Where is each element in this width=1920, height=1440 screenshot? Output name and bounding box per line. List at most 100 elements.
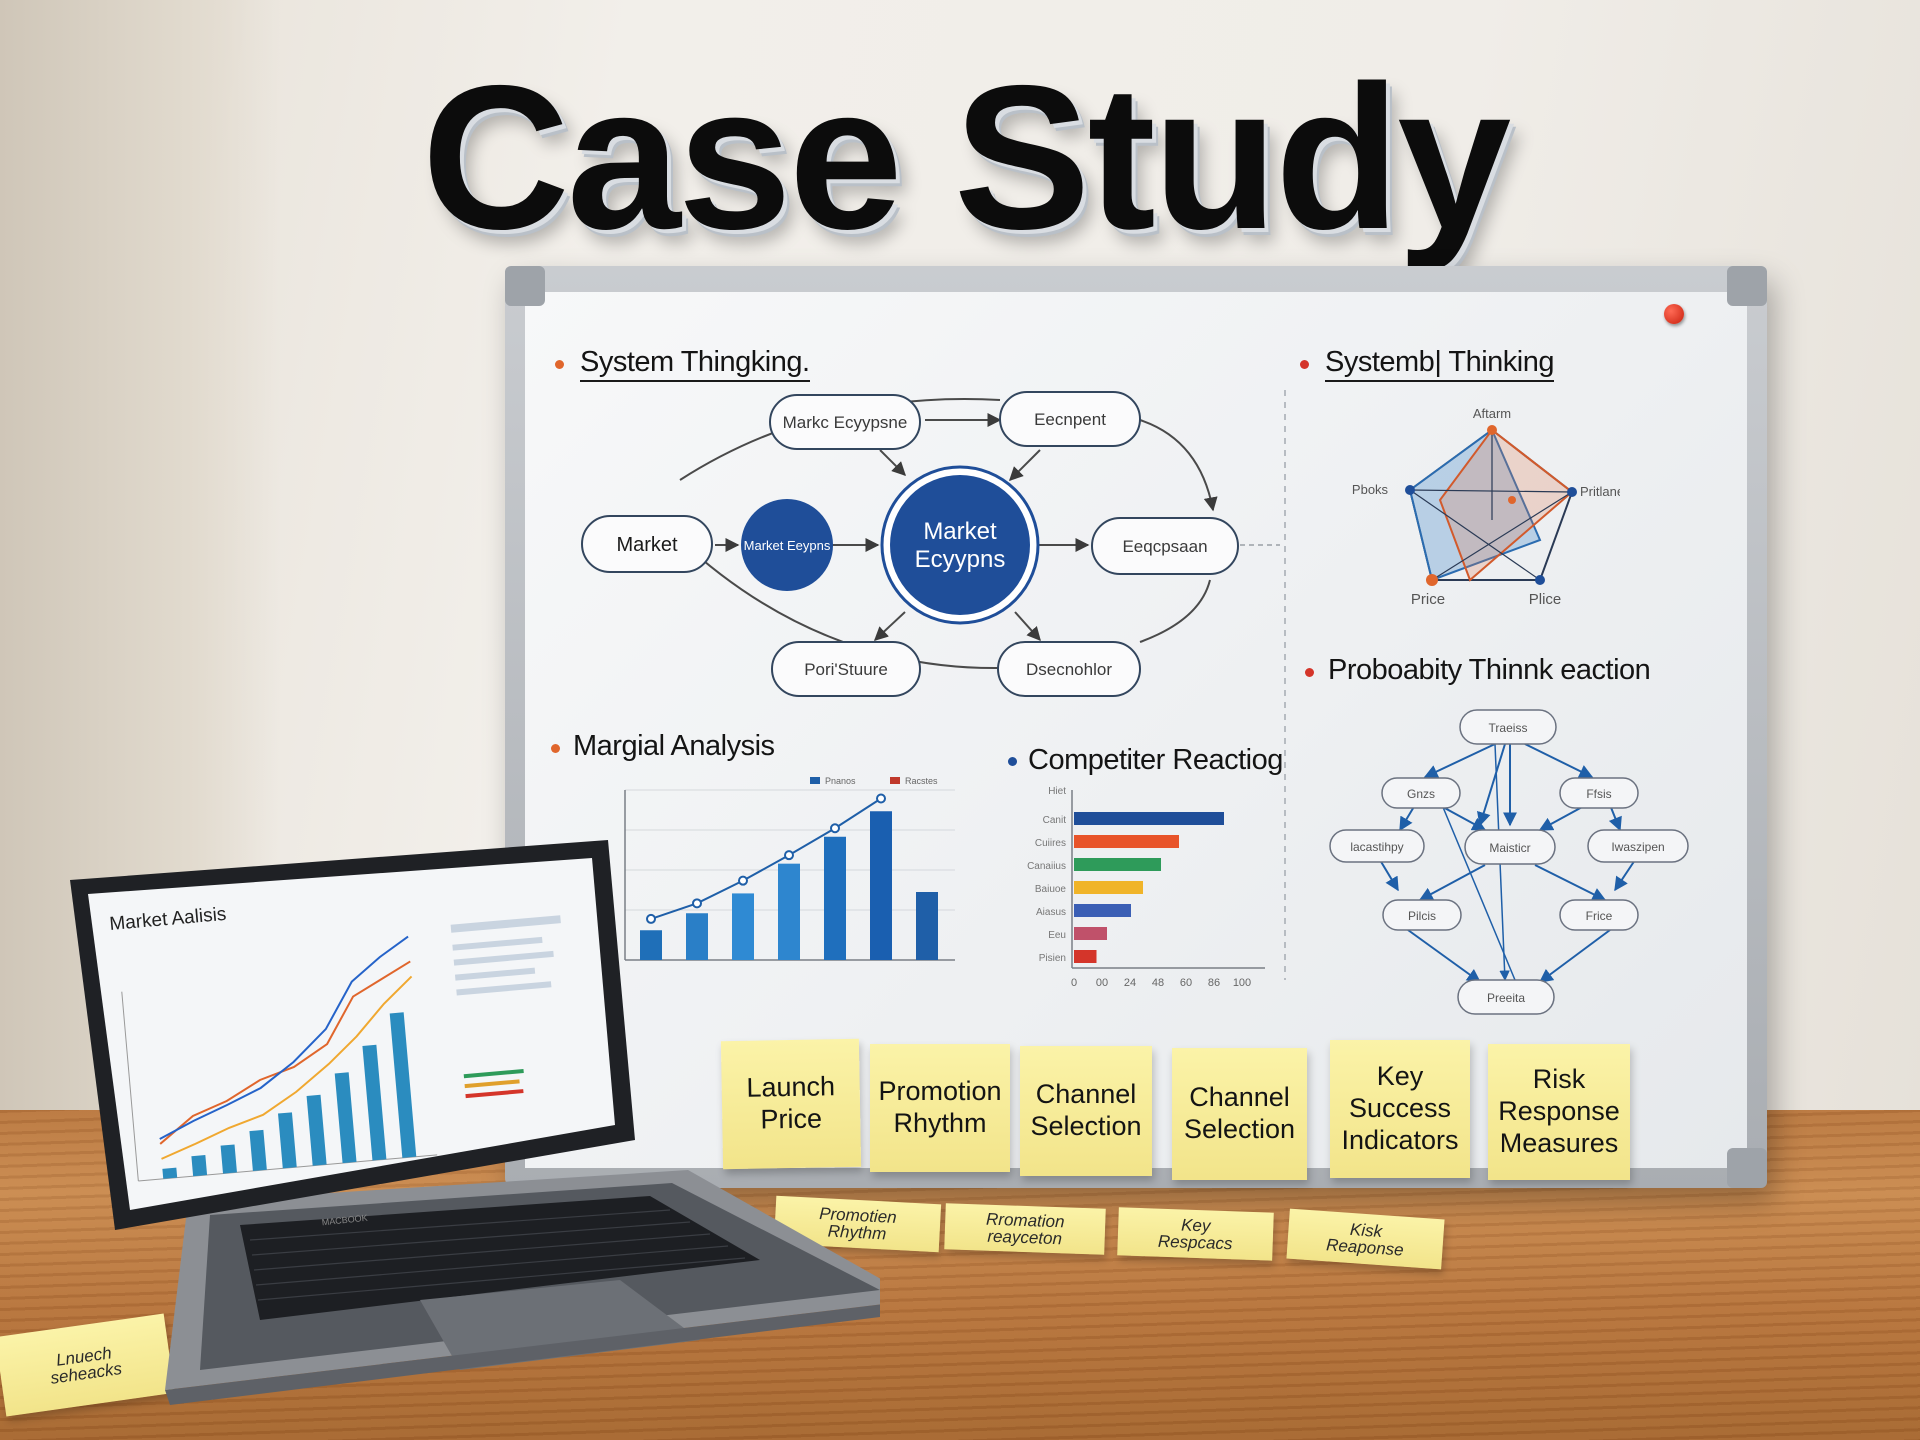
bar xyxy=(640,930,662,960)
radar-label: Pboks xyxy=(1352,482,1389,497)
frame-corner xyxy=(1727,1148,1767,1188)
row-label: Canit xyxy=(1043,815,1067,826)
line-point xyxy=(646,913,656,924)
radar-label: Price xyxy=(1411,591,1445,608)
bullet-dot xyxy=(1008,757,1017,766)
note-line: Success xyxy=(1348,1093,1452,1124)
tree-label: Preeita xyxy=(1487,991,1525,1005)
radar-spoke xyxy=(1409,489,1541,581)
radar-heading: Systemb| Thinking xyxy=(1325,346,1555,382)
radar-point xyxy=(1508,496,1516,504)
bar xyxy=(824,836,846,960)
tree-node xyxy=(1464,829,1556,865)
tree-node xyxy=(1459,709,1557,745)
node-pill xyxy=(769,394,921,450)
row-label: Hiet xyxy=(1048,786,1066,797)
red-pin-icon xyxy=(1664,304,1684,324)
node-circle xyxy=(741,499,833,591)
note-line: Respcacs xyxy=(1157,1231,1233,1254)
tree-label: Maisticr xyxy=(1489,841,1530,855)
radar-point xyxy=(1535,575,1545,585)
tree-label: Iwaszipen xyxy=(1611,840,1664,854)
bullet-dot xyxy=(1300,360,1309,369)
bullet-dot xyxy=(555,360,564,369)
note-line: reayceton xyxy=(987,1226,1063,1249)
legend-swatch xyxy=(890,777,900,784)
marginal-heading: Margial Analysis xyxy=(573,730,775,762)
divider-line xyxy=(1284,390,1286,980)
radar-area xyxy=(1438,428,1574,582)
bar xyxy=(732,893,754,960)
node-label: Pori'Stuure xyxy=(804,660,888,679)
tree-node xyxy=(1381,777,1461,809)
tree-node xyxy=(1559,899,1639,931)
probability-diagram: Traeiss Gnzs Ffsis lacastihpy Maisticr I… xyxy=(1329,709,1689,1015)
tree-edges xyxy=(1379,743,1636,983)
node-label: Market xyxy=(923,518,997,545)
radar-label: Aftarm xyxy=(1473,406,1511,421)
radar-point xyxy=(1405,485,1415,495)
bar xyxy=(1074,904,1131,917)
probability-heading: Proboabity Thinnk eaction xyxy=(1328,654,1651,686)
note-line: Channel xyxy=(1189,1082,1290,1113)
arrow xyxy=(873,611,906,641)
bar xyxy=(1074,835,1179,848)
note-line: Measures xyxy=(1499,1127,1619,1158)
node-label: Eecnpent xyxy=(1034,410,1106,429)
line-point xyxy=(692,898,702,909)
node-label: Markc Ecyypsne xyxy=(783,413,908,432)
tick-label: 60 xyxy=(1180,977,1192,989)
note-line: Channel xyxy=(1035,1079,1137,1110)
center-circle xyxy=(890,475,1030,615)
note-line: Key xyxy=(1376,1061,1424,1092)
laptop: MACBOOK Market Aalisis xyxy=(70,840,880,1405)
legend-label: Pnanos xyxy=(825,776,856,786)
flow-arc xyxy=(1139,419,1218,512)
systems-diagram: Markc Ecyypsne Eecnpent Market Market Ee… xyxy=(581,391,1280,697)
frame-corner xyxy=(505,266,545,306)
keyboard-keys xyxy=(249,1209,746,1301)
arrow xyxy=(1009,449,1041,481)
note-line: Risk xyxy=(1532,1064,1586,1095)
node-pill xyxy=(581,515,713,573)
tick-label: 0 xyxy=(1071,977,1077,989)
tree-label: Ffsis xyxy=(1586,787,1611,801)
radar-diagram: Aftarm Pboks Pritlane Price Plice xyxy=(1352,406,1620,608)
note-line: Rhythm xyxy=(893,1108,987,1138)
line-point xyxy=(784,850,794,861)
legend-swatch xyxy=(810,777,820,784)
tick-label: 86 xyxy=(1208,977,1220,989)
competitor-chart: Hiet CanitCuiiresCanaiiusBaiuoeAiasusEeu… xyxy=(1027,786,1265,989)
node-pill xyxy=(771,641,921,697)
node-label: Ecyypns xyxy=(915,546,1006,573)
tree-node xyxy=(1587,829,1689,863)
bar xyxy=(1074,950,1097,963)
tree-label: Pilcis xyxy=(1408,909,1436,923)
bar xyxy=(1074,881,1143,894)
marginal-chart: Pnanos Racstes xyxy=(624,776,955,961)
node-pill xyxy=(999,391,1141,447)
line-point xyxy=(876,793,886,804)
radar-point xyxy=(1567,487,1577,497)
tick-label: 24 xyxy=(1124,977,1136,989)
bar xyxy=(1074,858,1161,871)
tree-label: Frice xyxy=(1586,909,1613,923)
flow-arc xyxy=(1139,579,1211,643)
note-line: Selection xyxy=(1183,1114,1296,1144)
radar-spoke xyxy=(1431,491,1573,581)
radar-label: Plice xyxy=(1529,591,1562,608)
note-line: Response xyxy=(1498,1096,1620,1127)
tree-label: Gnzs xyxy=(1407,787,1435,801)
laptop-side-panel xyxy=(450,915,561,1099)
bar xyxy=(1074,927,1107,940)
row-label: Cuiires xyxy=(1035,838,1066,849)
tick-label: 100 xyxy=(1233,977,1251,989)
tree-node xyxy=(1329,829,1425,863)
node-pill xyxy=(997,641,1141,697)
legend-label: Racstes xyxy=(905,776,938,786)
row-label: Pisien xyxy=(1039,953,1066,964)
